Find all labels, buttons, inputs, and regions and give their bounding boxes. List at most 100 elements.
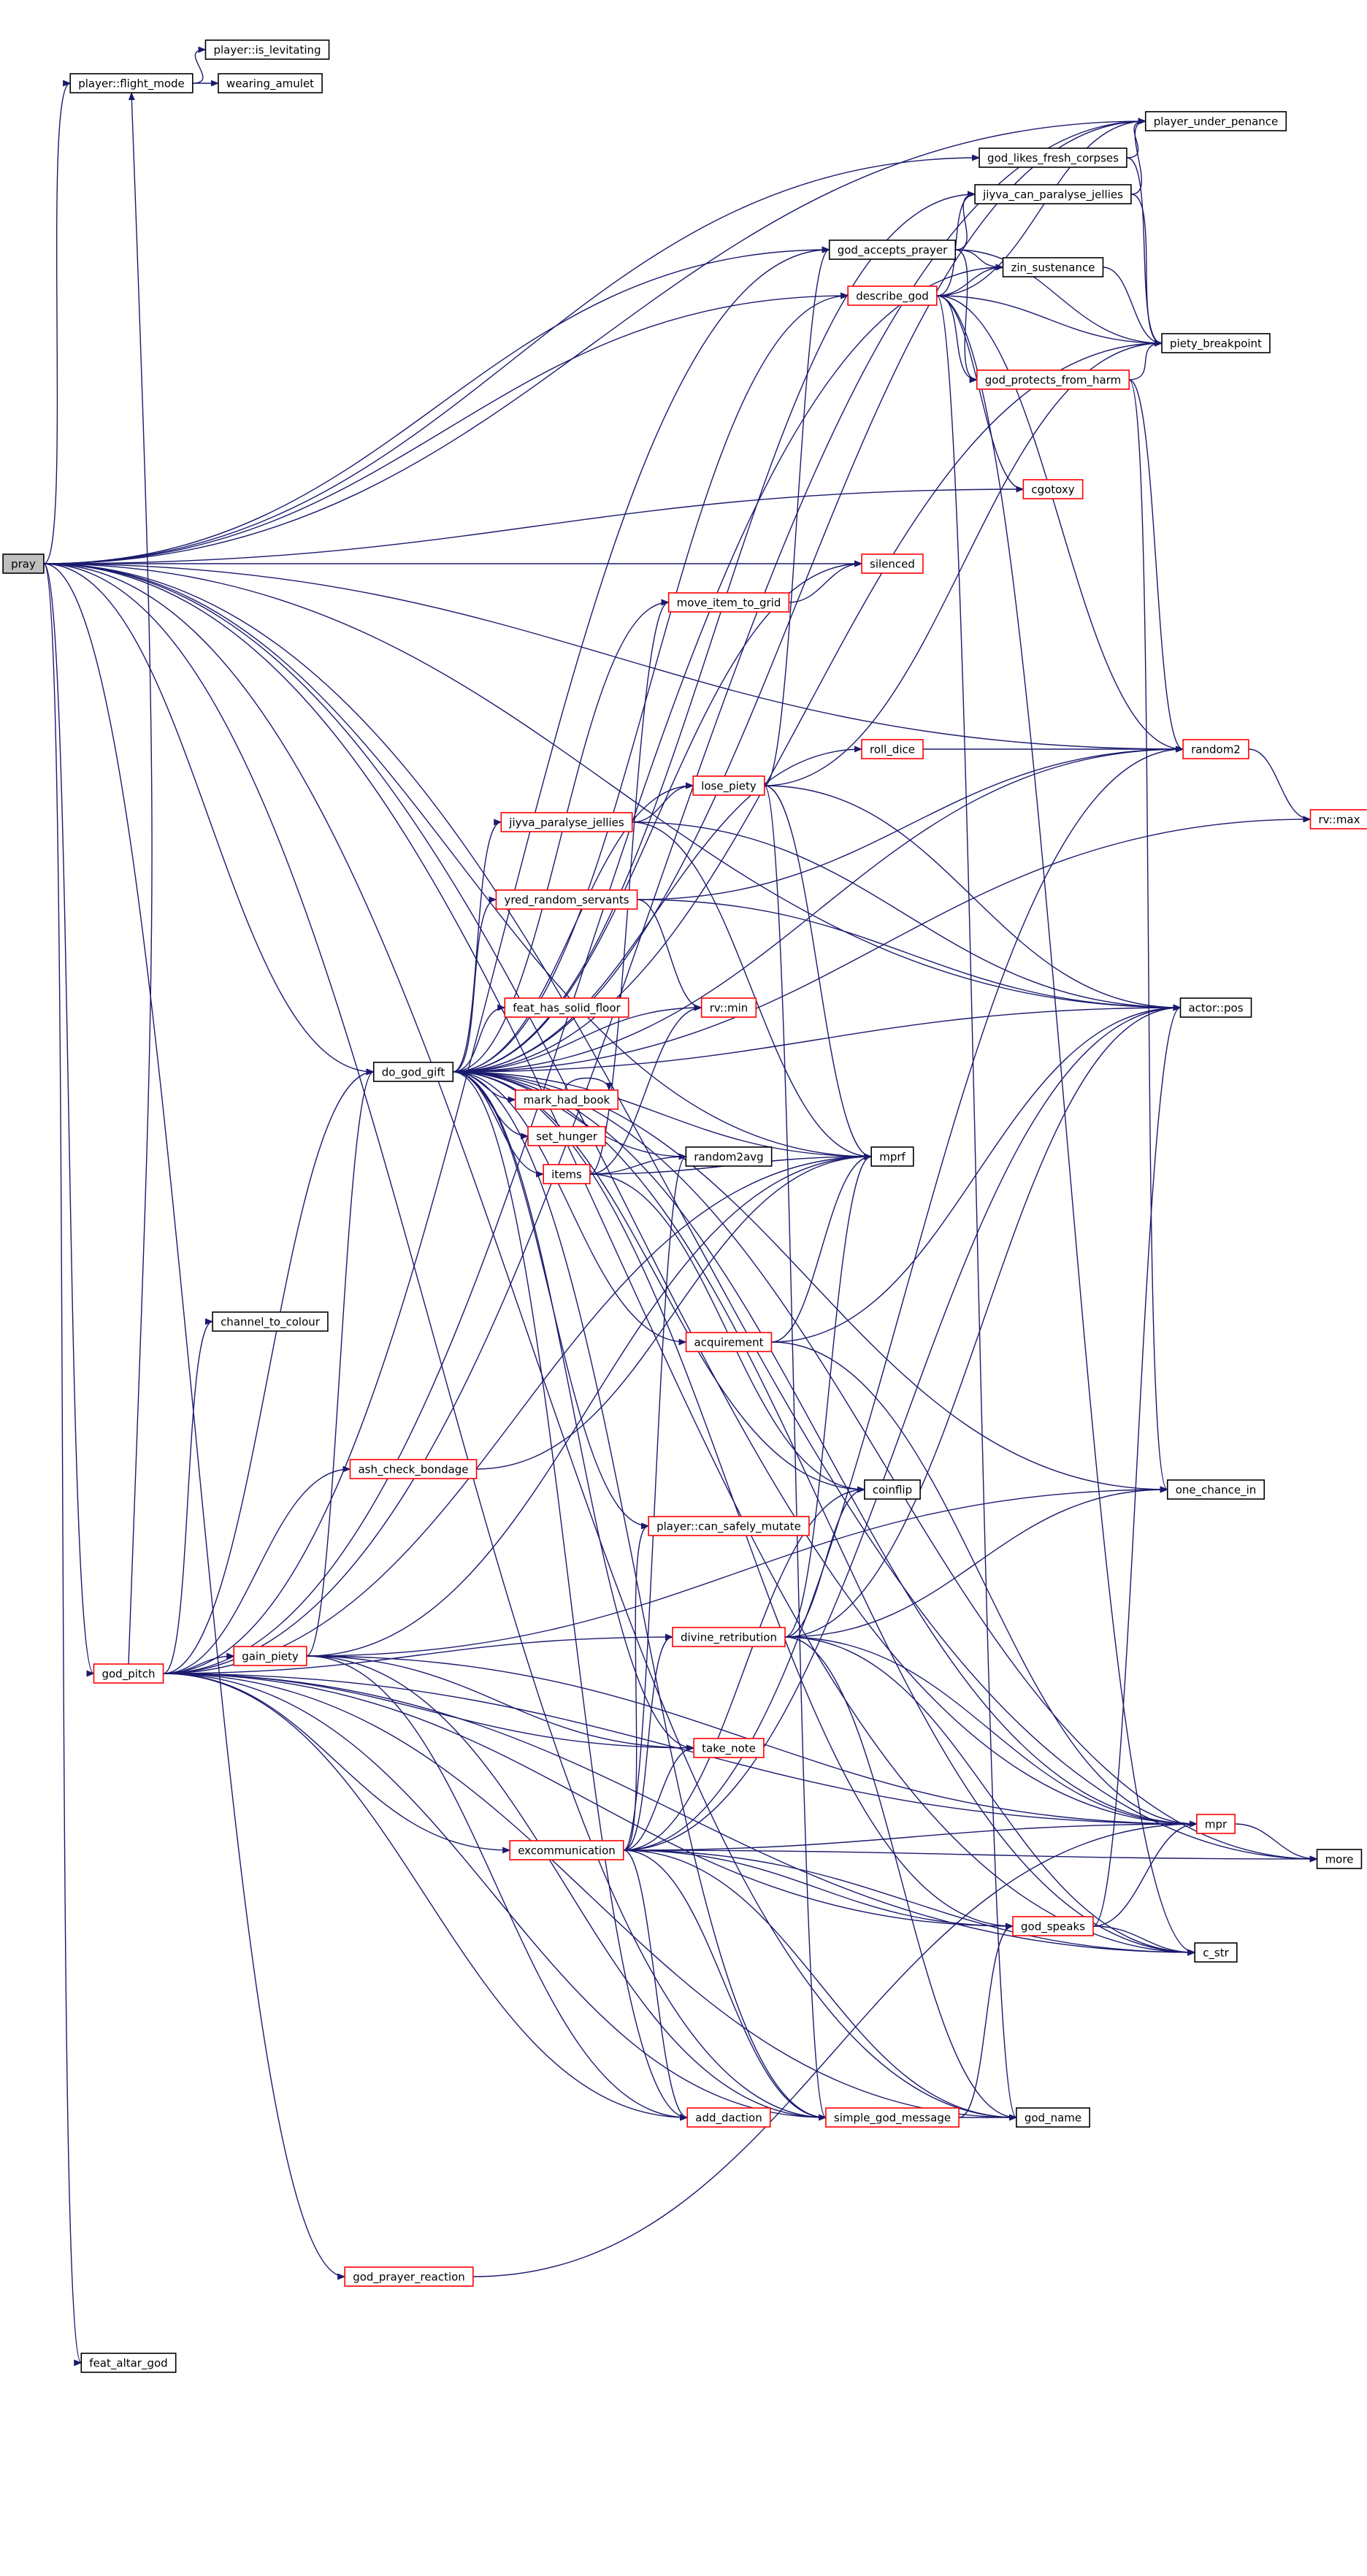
edge-accepts-prayer-to-piety-bp [955, 249, 1163, 347]
node-box [1022, 479, 1084, 499]
node-lose-piety[interactable]: lose_piety [692, 775, 765, 796]
node-acquirement[interactable]: acquirement [685, 1332, 773, 1352]
node-box [495, 889, 638, 910]
edge-excomm-to-mpr [623, 1820, 1198, 1851]
node-flight-mode[interactable]: player::flight_mode [69, 73, 194, 93]
node-describe-god[interactable]: describe_god [847, 285, 938, 306]
edge-gain-piety-to-one-chance [306, 1486, 1168, 1657]
node-simple-msg[interactable]: simple_god_message [825, 2107, 960, 2128]
node-label: zin_sustenance [1011, 261, 1095, 275]
node-div-retrib[interactable]: divine_retribution [672, 1627, 786, 1647]
node-label: set_hunger [536, 1130, 598, 1144]
edge-do-god-gift-to-actor-pos [453, 1004, 1182, 1073]
node-god-pitch[interactable]: god_pitch [93, 1663, 164, 1684]
node-box [1016, 2107, 1090, 2128]
node-box [672, 1627, 786, 1647]
node-pray[interactable]: pray [2, 553, 45, 574]
node-do-god-gift[interactable]: do_god_gift [372, 1062, 454, 1082]
edge-flight-mode-to-is-levitating [192, 46, 207, 84]
node-feat-floor[interactable]: feat_has_solid_floor [504, 997, 629, 1018]
edge-god-pitch-to-excomm [163, 1673, 511, 1854]
node-random2avg[interactable]: random2avg [685, 1146, 773, 1167]
edge-acquirement-to-mpr [771, 1341, 1198, 1828]
node-random2[interactable]: random2 [1182, 739, 1249, 759]
node-jiyva-can[interactable]: jiyva_can_paralyse_jellies [974, 184, 1132, 204]
node-mprf[interactable]: mprf [870, 1146, 914, 1167]
edge-protects-to-piety-bp [1129, 340, 1163, 380]
node-box [979, 147, 1127, 168]
node-label: mprf [879, 1151, 905, 1164]
node-label: rv::min [710, 1002, 748, 1015]
node-ash-bondage[interactable]: ash_check_bondage [349, 1459, 478, 1479]
edge-god-pitch-to-under-penance [163, 118, 1146, 1674]
edge-god-pitch-to-channel [163, 1318, 214, 1674]
node-take-note[interactable]: take_note [693, 1738, 765, 1758]
node-under-penance[interactable]: player_under_penance [1144, 111, 1287, 131]
edge-do-god-gift-to-describe-god [453, 292, 849, 1073]
node-feat-altar[interactable]: feat_altar_god [80, 2353, 177, 2373]
node-mpr[interactable]: mpr [1196, 1814, 1236, 1834]
node-box [976, 369, 1130, 390]
node-channel[interactable]: channel_to_colour [212, 1311, 329, 1332]
node-add-daction[interactable]: add_daction [686, 2107, 771, 2128]
node-label: divine_retribution [681, 1631, 777, 1645]
node-box [1002, 257, 1104, 277]
node-wearing-amulet[interactable]: wearing_amulet [218, 73, 323, 93]
node-items[interactable]: items [543, 1164, 591, 1184]
node-label: roll_dice [870, 743, 915, 757]
node-jiyva-par[interactable]: jiyva_paralyse_jellies [500, 812, 633, 832]
edge-pray-to-mprf [43, 563, 873, 1160]
edge-do-god-gift-to-lose-piety [453, 782, 694, 1073]
edge-random2-to-rv-max [1248, 748, 1312, 823]
node-yred[interactable]: yred_random_servants [495, 889, 638, 910]
node-protects[interactable]: god_protects_from_harm [976, 369, 1130, 390]
node-zin-sust[interactable]: zin_sustenance [1002, 257, 1104, 277]
edge-gain-piety-to-simple-msg [306, 1655, 827, 2121]
edge-god-pitch-to-god-speaks [163, 1673, 1014, 1930]
edge-god-speaks-to-actor-pos [1092, 1004, 1182, 1927]
node-god-name[interactable]: god_name [1016, 2107, 1090, 2128]
node-fresh-corpses[interactable]: god_likes_fresh_corpses [979, 147, 1127, 168]
node-box [847, 285, 938, 306]
edge-do-god-gift-to-more [453, 1071, 1318, 1863]
node-cgotoxy[interactable]: cgotoxy [1022, 479, 1084, 499]
edge-pray-to-feat-altar [43, 563, 83, 2366]
edge-pray-to-cgotoxy [43, 486, 1025, 564]
edge-god-pitch-to-zin-sust [163, 264, 1004, 1674]
node-more[interactable]: more [1316, 1849, 1363, 1869]
node-box [1316, 1849, 1363, 1869]
node-is-levitating[interactable]: player::is_levitating [204, 39, 330, 60]
node-label: random2 [1191, 743, 1241, 756]
node-rv-max[interactable]: rv::max [1309, 809, 1367, 829]
node-label: cgotoxy [1031, 483, 1074, 497]
node-prayer-react[interactable]: god_prayer_reaction [344, 2266, 474, 2287]
node-god-speaks[interactable]: god_speaks [1012, 1916, 1094, 1936]
node-move-item[interactable]: move_item_to_grid [667, 592, 790, 613]
node-one-chance[interactable]: one_chance_in [1166, 1479, 1265, 1500]
node-label: acquirement [694, 1336, 764, 1349]
node-box [692, 775, 765, 796]
edge-jiyva-can-to-under-penance [1130, 118, 1146, 195]
node-box [828, 239, 957, 260]
node-c-str[interactable]: c_str [1194, 1942, 1238, 1963]
node-excomm[interactable]: excommunication [509, 1840, 624, 1860]
node-roll-dice[interactable]: roll_dice [861, 739, 924, 759]
edge-protects-to-one-chance [1128, 379, 1168, 1493]
node-accepts-prayer[interactable]: god_accepts_prayer [828, 239, 957, 260]
edge-items-to-random2avg [589, 1153, 687, 1175]
node-label: rv::max [1318, 813, 1360, 827]
edge-excomm-to-div-retrib [623, 1633, 674, 1851]
node-can-mutate[interactable]: player::can_safely_mutate [648, 1516, 810, 1536]
edge-pray-to-mpr [43, 563, 1198, 1828]
node-actor-pos[interactable]: actor::pos [1179, 997, 1252, 1018]
node-box [204, 39, 330, 60]
node-set-hunger[interactable]: set_hunger [527, 1126, 606, 1146]
node-silenced[interactable]: silenced [861, 553, 924, 574]
edge-describe-god-to-god-name [936, 295, 1017, 2120]
node-mark-book[interactable]: mark_had_book [514, 1089, 619, 1110]
node-rv-min[interactable]: rv::min [700, 997, 757, 1018]
edge-excomm-to-god-name [623, 1849, 1017, 2121]
node-piety-bp[interactable]: piety_breakpoint [1161, 333, 1271, 353]
node-gain-piety[interactable]: gain_piety [233, 1646, 307, 1666]
node-coinflip[interactable]: coinflip [864, 1479, 921, 1500]
